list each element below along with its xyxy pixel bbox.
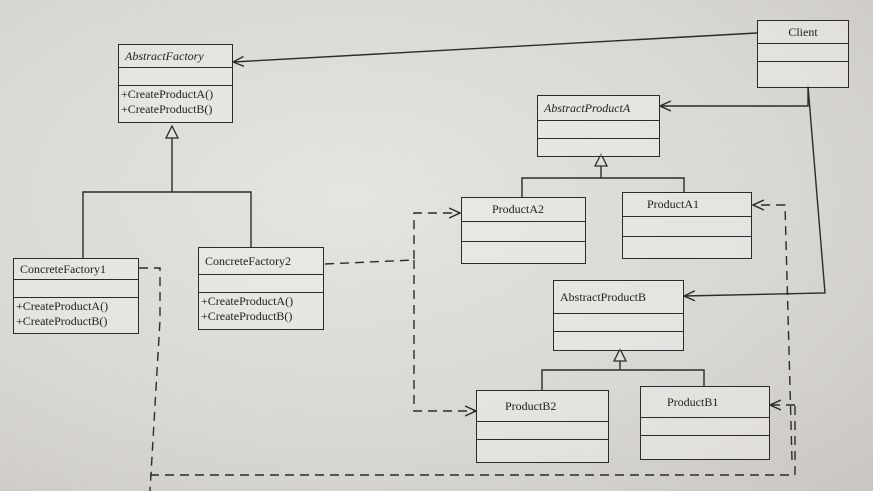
association-client-abstractproductb	[684, 85, 826, 296]
dependency-factory1-producta1	[753, 205, 793, 461]
attributes-section	[462, 221, 585, 241]
class-concrete-factory1[interactable]: ConcreteFactory1 +CreateProductA() +Crea…	[13, 258, 139, 334]
operations-section	[538, 138, 659, 154]
class-product-a1[interactable]: ProductA1	[622, 192, 752, 259]
class-name: ProductA1	[647, 197, 699, 211]
operation: +CreateProductB()	[201, 309, 293, 323]
attributes-section	[623, 216, 751, 236]
operations-section: +CreateProductA() +CreateProductB()	[119, 85, 232, 118]
dependency-factory1-productb1	[139, 267, 161, 491]
attributes-section	[641, 417, 769, 435]
association-client-abstractproducta	[660, 86, 809, 106]
attributes-section	[538, 120, 659, 138]
operations-section	[623, 236, 751, 256]
generalization-products-a	[521, 154, 685, 197]
operation: +CreateProductB()	[16, 314, 108, 328]
class-name: ProductA2	[492, 202, 544, 216]
operations-section	[554, 331, 683, 348]
dependency-factory2-producta2	[324, 213, 460, 265]
operations-section	[462, 241, 585, 261]
operation: +CreateProductA()	[201, 294, 294, 308]
operation: +CreateProductA()	[16, 299, 109, 313]
operation: +CreateProductB()	[121, 102, 213, 116]
operations-section	[477, 439, 608, 460]
generalization-products-b	[541, 349, 705, 390]
class-abstract-product-a[interactable]: AbstractProductA	[537, 95, 660, 157]
class-name: AbstractFactory	[125, 49, 204, 63]
attributes-section	[554, 313, 683, 331]
attributes-section	[119, 67, 232, 85]
class-product-a2[interactable]: ProductA2	[461, 197, 586, 264]
class-product-b1[interactable]: ProductB1	[640, 386, 770, 460]
class-abstract-product-b[interactable]: AbstractProductB	[553, 280, 684, 351]
dependency-return-line	[150, 400, 796, 476]
operations-section	[758, 61, 848, 86]
association-client-abstractfactory	[233, 32, 758, 62]
attributes-section	[477, 421, 608, 439]
class-name: AbstractProductA	[544, 101, 631, 115]
class-product-b2[interactable]: ProductB2	[476, 390, 609, 463]
operations-section	[641, 435, 769, 457]
operations-section: +CreateProductA() +CreateProductB()	[199, 292, 323, 325]
class-name: AbstractProductB	[560, 290, 646, 304]
class-name: ProductB2	[505, 399, 557, 413]
attributes-section	[758, 43, 848, 61]
operations-section: +CreateProductA() +CreateProductB()	[14, 297, 138, 330]
class-name: ConcreteFactory2	[205, 254, 291, 268]
attributes-section	[14, 279, 138, 297]
attributes-section	[199, 274, 323, 292]
class-client[interactable]: Client	[757, 20, 849, 88]
dependency-factory2-productb2	[413, 260, 476, 411]
generalization-concretefactories	[82, 126, 252, 258]
operation: +CreateProductA()	[121, 87, 214, 101]
class-name: Client	[788, 25, 818, 39]
class-concrete-factory2[interactable]: ConcreteFactory2 +CreateProductA() +Crea…	[198, 247, 324, 330]
class-name: ProductB1	[667, 395, 719, 409]
class-name: ConcreteFactory1	[20, 262, 106, 276]
class-abstract-factory[interactable]: AbstractFactory +CreateProductA() +Creat…	[118, 44, 233, 123]
